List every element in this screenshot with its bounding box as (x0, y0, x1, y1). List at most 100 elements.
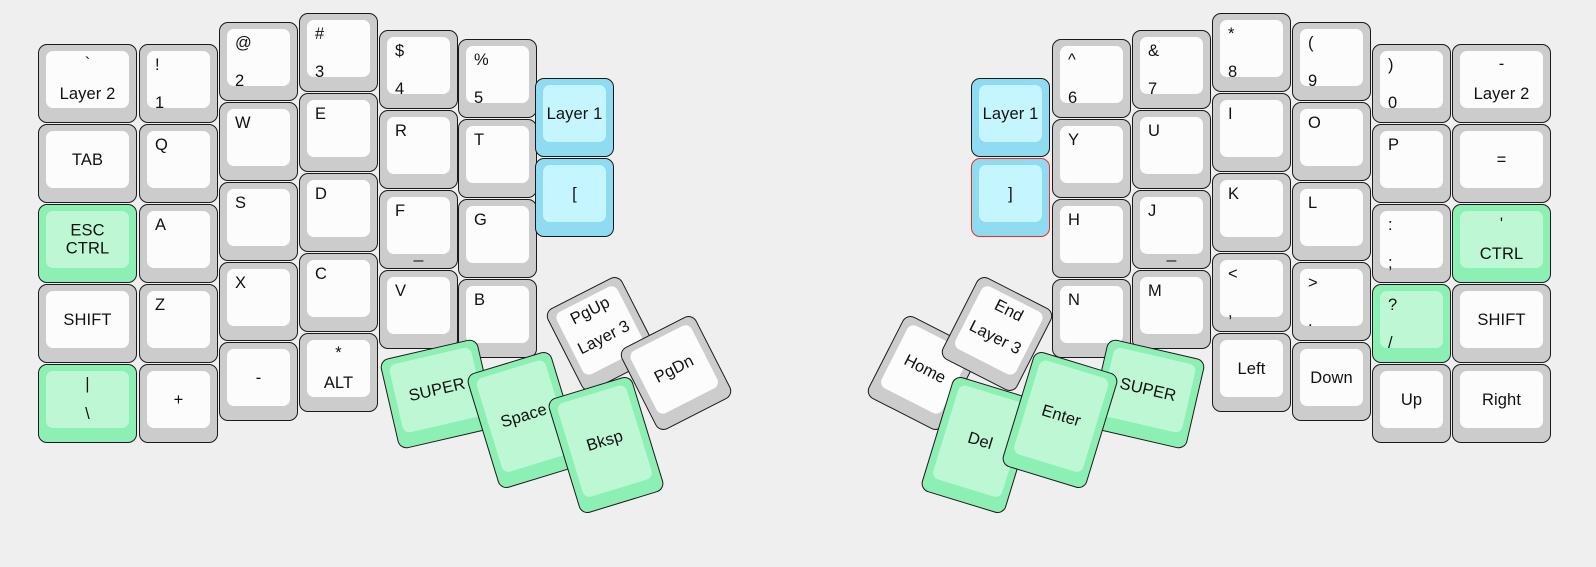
key-legend-upper: H (1068, 211, 1081, 229)
key-h[interactable]: H (1052, 199, 1131, 278)
key-esc-ctrl[interactable]: ESC CTRL (38, 204, 137, 283)
key-g[interactable]: G (458, 199, 537, 278)
key-o[interactable]: O (1292, 102, 1371, 181)
key-legend: [ (572, 184, 577, 203)
key-legend: Left (1237, 359, 1266, 378)
key-legend: Enter (1039, 401, 1083, 431)
key-u[interactable]: U (1132, 110, 1211, 189)
key-v[interactable]: V (379, 270, 458, 349)
key-semicolon[interactable]: :; (1372, 204, 1451, 283)
keycap-top: <, (1220, 260, 1283, 321)
key-legend: Down (1310, 368, 1353, 387)
key-5[interactable]: %5 (458, 39, 537, 118)
key-layer2-grave[interactable]: `Layer 2 (38, 44, 137, 123)
key-left[interactable]: Left (1212, 333, 1291, 412)
key-1[interactable]: !1 (139, 44, 218, 123)
key-legend-upper: N (1068, 291, 1081, 309)
key-8[interactable]: *8 (1212, 13, 1291, 92)
key-legend-upper: G (474, 211, 487, 229)
key-legend-upper: # (315, 25, 325, 43)
key-legend-lower: 1 (155, 94, 165, 112)
key-2[interactable]: @2 (219, 22, 298, 101)
key-pipe-backslash[interactable]: |\ (38, 364, 137, 443)
key-d[interactable]: D (299, 173, 378, 252)
key-t[interactable]: T (458, 119, 537, 198)
key-4[interactable]: $4 (379, 30, 458, 109)
key-right[interactable]: Right (1452, 364, 1551, 443)
key-z[interactable]: Z (139, 284, 218, 363)
key-plus[interactable]: + (139, 364, 218, 443)
key-l[interactable]: L (1292, 182, 1371, 261)
key-legend-upper: Y (1068, 131, 1080, 149)
key-legend-upper: L (1308, 194, 1318, 212)
key-comma[interactable]: <, (1212, 253, 1291, 332)
key-y[interactable]: Y (1052, 119, 1131, 198)
key-minus[interactable]: - (219, 342, 298, 421)
key-f[interactable]: F_ (379, 190, 458, 269)
keycap-top: ESC CTRL (46, 211, 129, 268)
key-r[interactable]: R (379, 110, 458, 189)
key-9[interactable]: (9 (1292, 22, 1371, 101)
key-shift[interactable]: SHIFT (38, 284, 137, 363)
key-legend-upper: F (395, 202, 406, 220)
key-equal[interactable]: = (1452, 124, 1551, 203)
keycap-top: E (307, 100, 370, 157)
keycap-top: D (307, 180, 370, 237)
key-legend: ESC CTRL (65, 221, 110, 258)
key-alt[interactable]: *ALT (299, 333, 378, 412)
key-legend-lower: Layer 2 (1473, 85, 1530, 103)
key-legend-upper: ( (1308, 34, 1314, 52)
keycap-top: Right (1460, 371, 1543, 428)
key-legend: SUPER (1117, 374, 1178, 406)
key-w[interactable]: W (219, 102, 298, 181)
key-layer2-minus[interactable]: -Layer 2 (1452, 44, 1551, 123)
keycap-top: |\ (46, 371, 129, 428)
key-j[interactable]: J_ (1132, 190, 1211, 269)
key-legend-upper: S (235, 194, 247, 212)
key-bracket-left[interactable]: [ (535, 158, 614, 237)
key-legend-lower: 8 (1228, 63, 1238, 81)
key-layer1-left[interactable]: Layer 1 (535, 78, 614, 157)
key-s[interactable]: S (219, 182, 298, 261)
key-shift-right[interactable]: SHIFT (1452, 284, 1551, 363)
key-quote-ctrl[interactable]: ' CTRL (1452, 204, 1551, 283)
keycap-top: S (227, 189, 290, 246)
key-up[interactable]: Up (1372, 364, 1451, 443)
key-legend-upper: U (1148, 122, 1161, 140)
key-q[interactable]: Q (139, 124, 218, 203)
key-0[interactable]: )0 (1372, 44, 1451, 123)
keycap-top: >. (1300, 269, 1363, 330)
key-legend-upper: * (335, 344, 342, 362)
key-legend-upper: Q (155, 136, 168, 154)
key-e[interactable]: E (299, 93, 378, 172)
key-7[interactable]: &7 (1132, 30, 1211, 109)
key-legend-upper: ! (155, 56, 160, 74)
key-m[interactable]: M (1132, 270, 1211, 349)
keycap-top: A (147, 211, 210, 268)
key-slash[interactable]: ?/ (1372, 284, 1451, 363)
keycap-top: T (466, 126, 529, 183)
key-legend-lower: 5 (474, 89, 484, 107)
key-c[interactable]: C (299, 253, 378, 332)
key-6[interactable]: ^6 (1052, 39, 1131, 118)
key-3[interactable]: #3 (299, 13, 378, 92)
key-k[interactable]: K (1212, 173, 1291, 252)
key-down[interactable]: Down (1292, 342, 1371, 421)
keycap-top: O (1300, 109, 1363, 166)
key-legend-lower: CTRL (1479, 245, 1524, 263)
key-p[interactable]: P (1372, 124, 1451, 203)
key-legend-upper: % (474, 51, 489, 69)
key-a[interactable]: A (139, 204, 218, 283)
keycap-top: Z (147, 291, 210, 348)
keycap-top: [ (543, 165, 606, 222)
key-x[interactable]: X (219, 262, 298, 341)
key-tab[interactable]: TAB (38, 124, 137, 203)
key-layer1-right[interactable]: Layer 1 (971, 78, 1050, 157)
key-bracket-right[interactable]: ] (971, 158, 1050, 237)
keycap-top: N (1060, 286, 1123, 343)
key-legend: TAB (71, 150, 104, 169)
key-i[interactable]: I (1212, 93, 1291, 172)
key-legend-upper: ' (1499, 215, 1504, 233)
key-period[interactable]: >. (1292, 262, 1371, 341)
